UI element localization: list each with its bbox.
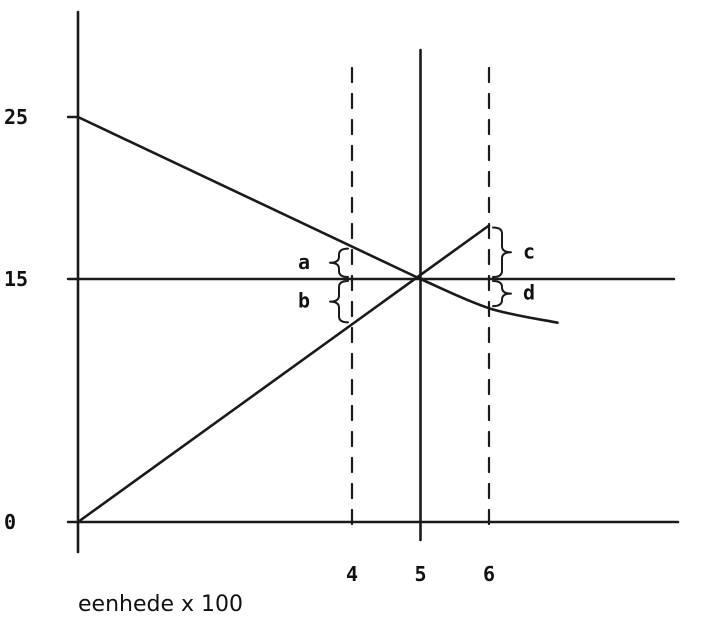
x-tick-label: 5	[414, 562, 426, 586]
annotation-label-a: a	[298, 250, 310, 274]
guide-lines	[350, 48, 491, 542]
lower-curve	[419, 277, 559, 324]
x-tick-label: 4	[346, 562, 358, 586]
annotation-label-d: d	[523, 281, 535, 305]
annotation-braces: ab cd	[298, 226, 535, 324]
tick-labels: 0 15 25 4 5 6	[4, 105, 495, 586]
brace-c	[492, 226, 512, 278]
y-tick-label: 25	[4, 105, 28, 129]
axes	[76, 10, 680, 554]
annotation-label-b: b	[298, 289, 310, 313]
supply-line	[76, 224, 491, 524]
annotation-label-c: c	[523, 239, 535, 263]
x-axis-label: eenhede x 100	[78, 592, 243, 617]
brace-d	[492, 280, 512, 308]
brace-b	[329, 280, 349, 324]
x-tick-label: 6	[483, 562, 495, 586]
brace-a	[329, 247, 349, 278]
curves	[76, 115, 676, 524]
y-tick-label: 15	[4, 267, 28, 291]
y-tick-label: 0	[4, 510, 16, 534]
demand-line	[76, 115, 422, 281]
